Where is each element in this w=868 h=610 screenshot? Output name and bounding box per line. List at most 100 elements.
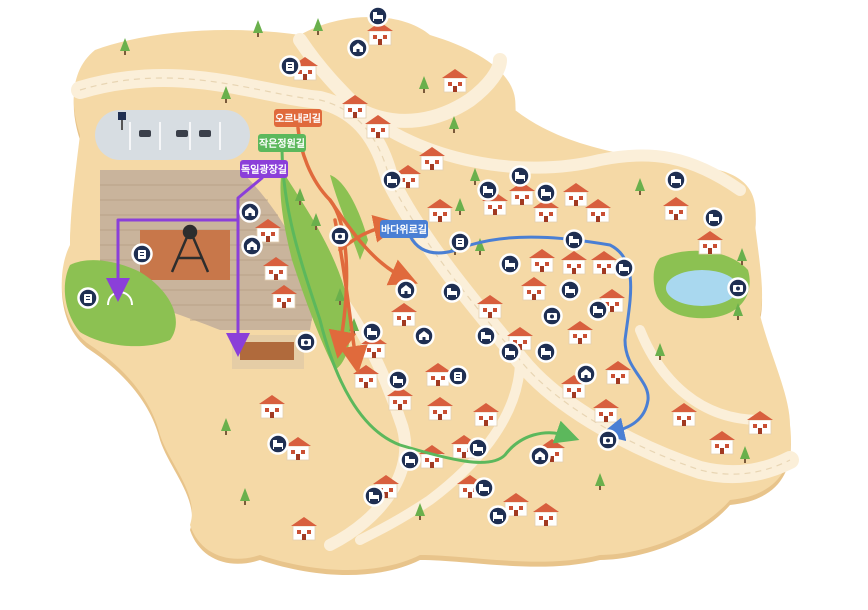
route-label-purple-text: 독일광장길 [241,163,287,176]
bed-icon [479,484,489,493]
bed-pin[interactable] [487,505,509,527]
garden-left [64,260,176,347]
bed-pin[interactable] [509,165,531,187]
camera-pin[interactable] [597,429,619,451]
bed-pin[interactable] [441,281,463,303]
bed-icon [515,172,525,181]
route-label-purple[interactable]: 독일광장길 [240,160,288,178]
route-line-purple [226,176,264,357]
bed-icon [387,176,397,185]
bed-pin[interactable] [563,229,585,251]
shop-icon [247,241,257,250]
parking-sign-icon [118,112,126,130]
route-label-blue[interactable]: 바다위로길 [380,220,428,238]
bed-pin[interactable] [399,449,421,471]
bed-pin[interactable] [467,437,489,459]
brick-monument-wall [140,230,230,280]
bed-pin[interactable] [499,253,521,275]
bed-icon [447,288,457,297]
bed-icon [541,189,551,198]
route-label-green[interactable]: 작은정원길 [258,134,306,152]
shop-icon [581,369,591,378]
bed-pin[interactable] [361,321,383,343]
camera-icon [301,339,311,346]
bed-icon [393,376,403,385]
bed-icon [483,186,493,195]
bed-pin[interactable] [587,299,609,321]
park-strip [280,170,351,370]
stage [240,342,294,360]
bed-icon [493,512,503,521]
bed-icon [671,176,681,185]
shop-pin[interactable] [395,279,417,301]
bed-pin[interactable] [499,341,521,363]
camera-pin[interactable] [295,331,317,353]
shop-icon [353,43,363,52]
route-label-orange[interactable]: 오르내리길 [274,109,322,127]
bed-pin[interactable] [559,279,581,301]
camera-icon [547,313,557,320]
info-icon [456,238,464,247]
camera-icon [603,437,613,444]
bed-pin[interactable] [267,433,289,455]
bed-pin[interactable] [535,182,557,204]
info-icon [138,250,146,259]
shop-pin[interactable] [575,363,597,385]
info-icon [84,294,92,303]
shop-pin[interactable] [347,37,369,59]
bed-pin[interactable] [381,169,403,191]
info-pin[interactable] [131,243,153,265]
bed-icon [373,12,383,21]
bed-icon [569,236,579,245]
shop-pin[interactable] [529,445,551,467]
bed-icon [481,332,491,341]
poi-pins [77,5,749,527]
camera-icon [335,233,345,240]
bed-pin[interactable] [477,179,499,201]
bed-icon [565,286,575,295]
road-centerline [79,77,791,475]
bed-icon [405,456,415,465]
camera-pin[interactable] [329,225,351,247]
pond [666,270,738,306]
mine-headframe [170,224,210,273]
bed-icon [541,348,551,357]
info-pin[interactable] [77,287,99,309]
bed-pin[interactable] [367,5,389,27]
shop-pin[interactable] [239,201,261,223]
shop-icon [245,207,255,216]
shop-pin[interactable] [413,325,435,347]
camera-icon [733,285,743,292]
bed-icon [367,328,377,337]
route-label-blue-text: 바다위로길 [381,223,427,236]
bed-pin[interactable] [363,485,385,507]
camera-pin[interactable] [727,277,749,299]
route-line-green [280,148,580,464]
bed-pin[interactable] [473,477,495,499]
bed-pin[interactable] [703,207,725,229]
shop-pin[interactable] [241,235,263,257]
bed-icon [369,492,379,501]
bed-icon [709,214,719,223]
route-line-orange-2 [328,198,418,286]
bed-pin[interactable] [535,341,557,363]
info-icon [286,62,294,71]
route-label-orange-text: 오르내리길 [275,112,321,125]
info-pin[interactable] [449,231,471,253]
info-icon [454,372,462,381]
bed-pin[interactable] [665,169,687,191]
bed-pin[interactable] [613,257,635,279]
camera-pin[interactable] [541,305,563,327]
route-label-green-text: 작은정원길 [259,137,305,150]
bed-pin[interactable] [475,325,497,347]
info-pin[interactable] [447,365,469,387]
bed-icon [505,260,515,269]
parked-cars [139,130,211,137]
shop-icon [401,285,411,294]
info-pin[interactable] [279,55,301,77]
bed-pin[interactable] [387,369,409,391]
bed-icon [619,264,629,273]
parking-lot [95,110,250,160]
shop-icon [535,451,545,460]
